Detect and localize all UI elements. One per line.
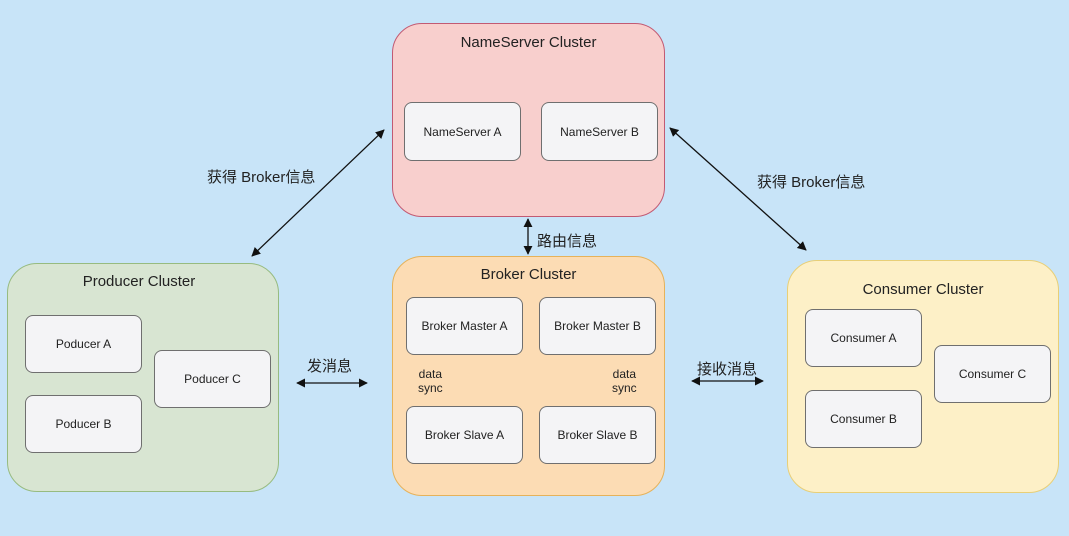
get-broker-info-left-label: 获得 Broker信息: [207, 169, 316, 186]
broker-slave-b-node[interactable]: Broker Slave B: [539, 406, 656, 464]
consumer-cluster-title: Consumer Cluster: [862, 281, 984, 298]
consumer-a-node[interactable]: Consumer A: [805, 309, 922, 367]
consumer-cluster: Consumer Cluster Consumer A Consumer B C…: [787, 260, 1059, 493]
broker-cluster-title: Broker Cluster: [480, 266, 577, 283]
consumer-b-node[interactable]: Consumer B: [805, 390, 922, 448]
broker-slave-a-node[interactable]: Broker Slave A: [406, 406, 523, 464]
nameserver-cluster-title: NameServer Cluster: [460, 34, 597, 51]
nameserver-a-node[interactable]: NameServer A: [404, 102, 521, 161]
data-sync-label-a: data sync: [418, 367, 443, 395]
route-info-label: 路由信息: [537, 233, 598, 250]
receive-message-label: 接收消息: [697, 361, 758, 378]
nameserver-cluster: NameServer Cluster NameServer A NameServ…: [392, 23, 665, 217]
data-sync-b-line2: sync: [612, 381, 637, 395]
data-sync-label-b: data sync: [612, 367, 637, 395]
producer-cluster-title: Producer Cluster: [82, 273, 196, 290]
broker-master-b-node[interactable]: Broker Master B: [539, 297, 656, 355]
producer-a-node[interactable]: Poducer A: [25, 315, 142, 373]
consumer-c-node[interactable]: Consumer C: [934, 345, 1051, 403]
nameserver-b-node[interactable]: NameServer B: [541, 102, 658, 161]
arrow-producer-nameserver: [251, 129, 385, 257]
send-message-label: 发消息: [307, 358, 353, 375]
broker-cluster: Broker Cluster Broker Master A Broker Ma…: [392, 256, 665, 496]
producer-cluster: Producer Cluster Poducer A Poducer B Pod…: [7, 263, 279, 492]
data-sync-a-line1: data: [418, 367, 443, 381]
get-broker-info-right-label: 获得 Broker信息: [757, 174, 866, 191]
broker-master-a-node[interactable]: Broker Master A: [406, 297, 523, 355]
producer-b-node[interactable]: Poducer B: [25, 395, 142, 453]
producer-c-node[interactable]: Poducer C: [154, 350, 271, 408]
data-sync-b-line1: data: [612, 367, 637, 381]
data-sync-a-line2: sync: [418, 381, 443, 395]
